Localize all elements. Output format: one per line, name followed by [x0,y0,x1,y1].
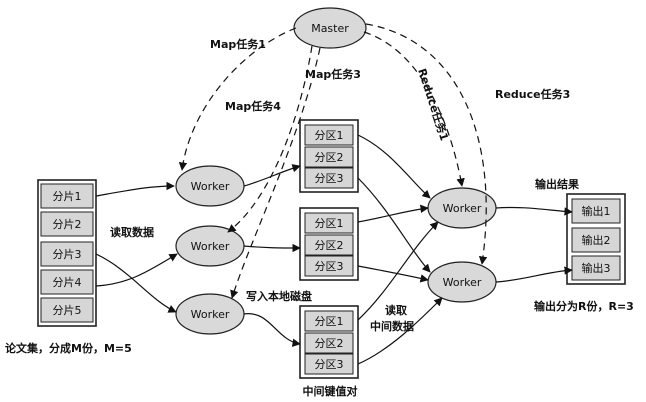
edge-master-reduce3 [365,23,488,265]
partition-2-1-label: 分区1 [315,217,344,230]
partition-2-2 [304,234,354,256]
map-worker-3-label: Worker [191,308,230,321]
partition-1-2 [304,146,354,168]
split-1 [40,183,94,209]
map-worker-2-label: Worker [191,240,230,253]
partition-2-2-label: 分区2 [315,239,344,252]
label-map-task3: Map任务3 [305,67,361,81]
edge-part3-3-reduce2 [357,297,443,365]
output-2 [571,227,621,253]
edge-part1-1-reduce1 [357,134,431,199]
partition-3-1-label: 分区1 [315,315,344,328]
output-3 [571,255,621,281]
split-3-label: 分片3 [53,248,82,261]
edge-master-reduce1 [363,31,465,187]
partition-3-1 [304,310,354,332]
label-read-mid-2: 中间数据 [370,319,414,333]
partition-group-3: 分区1 分区2 分区3 [299,305,359,379]
reduce-worker-2-label: Worker [443,276,482,289]
split-3 [40,241,94,267]
partition-2-1 [304,212,354,234]
label-write-local: 写入本地磁盘 [246,289,312,303]
partition-1-1 [304,124,354,146]
input-caption: 论文集，分成M份，M=5 [5,341,132,355]
partition-group-1: 分区1 分区2 分区3 [299,119,359,193]
split-4-label: 分片4 [53,276,82,289]
edge-worker1-part1 [243,164,301,187]
label-output-split: 输出分为R份，R=3 [534,299,634,313]
edge-split4-worker2 [95,253,178,287]
label-output-result: 输出结果 [535,177,579,191]
output-1-label: 输出1 [582,204,611,218]
partition-1-2-label: 分区2 [315,151,344,164]
split-1-label: 分片1 [53,190,82,203]
output-1 [571,198,621,224]
label-read-mid-1: 读取 [385,303,407,317]
map-worker-1-label: Worker [191,180,230,193]
label-map-task1: Map任务1 [210,37,266,51]
edge-worker3-part3 [243,313,301,347]
edge-part1-3-reduce2 [357,177,431,273]
edge-master-map3 [230,47,321,299]
outputs: 输出1 输出2 输出3 [566,193,626,285]
kv-pairs-caption: 中间键值对 [303,384,358,398]
edge-reduce2-output3 [495,266,573,283]
split-4 [40,269,94,295]
reduce-worker-1-label: Worker [443,202,482,215]
partition-1-3-label: 分区3 [315,172,344,185]
partition-3-2 [304,332,354,354]
partition-1-1-label: 分区1 [315,129,344,142]
label-reduce-task3: Reduce任务3 [495,87,570,101]
edge-split3-worker3 [95,253,177,313]
label-reduce-task1: Reduce任务1 [415,67,452,143]
edge-part3-1-reduce1 [357,221,439,321]
partition-3-3 [304,353,354,375]
partition-3-3-label: 分区3 [315,358,344,371]
split-5 [40,297,94,323]
edge-split1-worker1 [95,181,175,197]
master-label: Master [311,22,349,35]
edge-reduce1-output1 [495,206,573,216]
partition-2-3 [304,255,354,277]
partition-3-2-label: 分区2 [315,337,344,350]
partition-group-2: 分区1 分区2 分区3 [299,207,359,281]
split-2 [40,211,94,237]
split-5-label: 分片5 [53,304,82,317]
edge-part2-1-reduce1 [357,204,429,223]
input-splits: 分片1 分片2 分片3 分片4 分片5 [37,179,97,327]
edge-worker2-part2 [243,243,301,253]
partition-1-3 [304,167,354,189]
split-2-label: 分片2 [53,218,82,231]
output-3-label: 输出3 [582,261,611,275]
label-read-data: 读取数据 [110,225,154,239]
partition-2-3-label: 分区3 [315,260,344,273]
master-node [293,7,367,49]
output-2-label: 输出2 [582,233,611,247]
label-map-task4: Map任务4 [225,99,281,113]
edge-master-map4 [227,45,313,233]
edge-part2-3-reduce2 [357,265,429,283]
